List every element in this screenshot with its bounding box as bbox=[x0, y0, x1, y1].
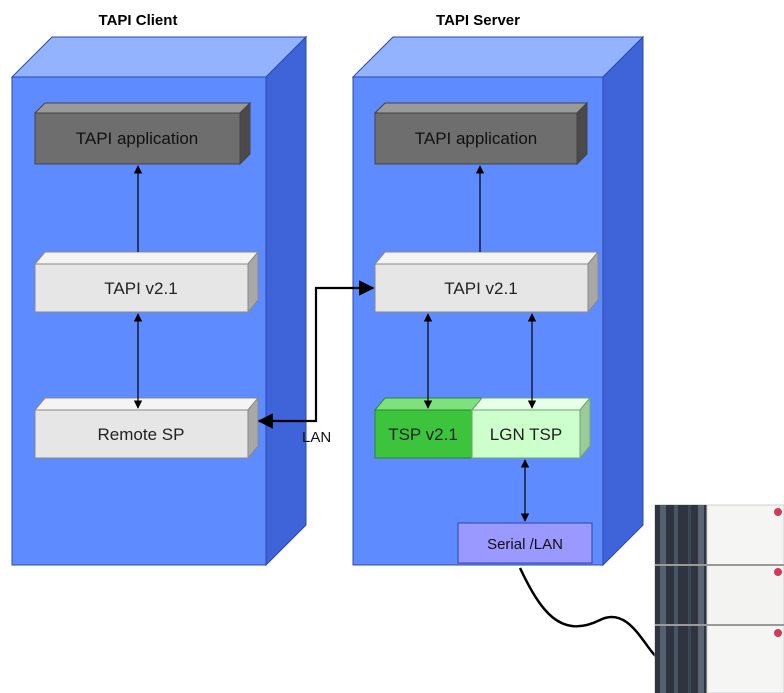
server-heading: TAPI Server bbox=[436, 12, 520, 29]
server-tapi-application-box: TAPI application bbox=[373, 101, 589, 166]
server-tsp-label: TSP v2.1 bbox=[388, 425, 458, 444]
client-tapi-application-box: TAPI application bbox=[33, 101, 252, 166]
lan-label: LAN bbox=[302, 429, 331, 446]
client-remote-sp-label: Remote SP bbox=[98, 425, 185, 444]
server-tapi-label: TAPI v2.1 bbox=[444, 279, 517, 298]
server-lgn-tsp-box: LGN TSP bbox=[470, 396, 592, 460]
client-tapi-box: TAPI v2.1 bbox=[33, 250, 260, 314]
serial-cable bbox=[518, 567, 661, 662]
phone-system-hardware-icon bbox=[654, 504, 784, 693]
client-tapi-application-label: TAPI application bbox=[76, 129, 199, 148]
client-tapi-label: TAPI v2.1 bbox=[104, 279, 177, 298]
client-remote-sp-box: Remote SP bbox=[33, 396, 260, 460]
server-tapi-box: TAPI v2.1 bbox=[373, 250, 600, 314]
server-tsp-box: TSP v2.1 bbox=[373, 397, 484, 459]
client-heading: TAPI Client bbox=[99, 12, 178, 29]
server-serial-lan-box: Serial /LAN bbox=[457, 522, 593, 564]
server-lgn-tsp-label: LGN TSP bbox=[490, 425, 562, 444]
server-serial-lan-label: Serial /LAN bbox=[487, 536, 563, 553]
server-tapi-application-label: TAPI application bbox=[415, 129, 538, 148]
lan-connector bbox=[257, 280, 375, 429]
